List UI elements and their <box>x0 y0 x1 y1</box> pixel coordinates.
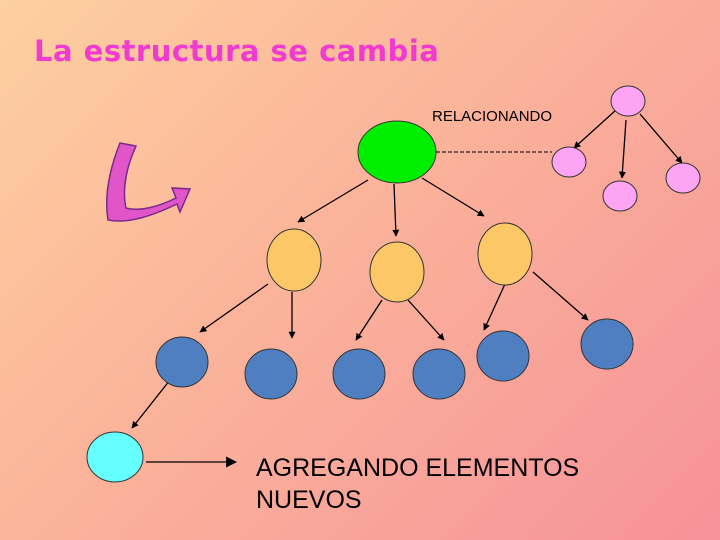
slide-title: La estructura se cambia <box>34 34 440 68</box>
edge-rel-top-mid <box>618 119 627 179</box>
label-agregando: AGREGANDO ELEMENTOS NUEVOS <box>256 452 676 516</box>
node-leaf-2 <box>244 348 298 400</box>
edge-leaf1-new <box>131 379 171 429</box>
label-agregando-line2: NUEVOS <box>256 486 362 514</box>
edge-root-mid1 <box>297 179 369 223</box>
edge-mid3-leaf5 <box>483 283 506 331</box>
node-leaf-6 <box>580 318 634 370</box>
edge-mid2-leaf4 <box>407 299 445 341</box>
label-relacionando: RELACIONANDO <box>432 108 553 125</box>
edge-rel-top-right <box>639 113 683 164</box>
label-agregando-line1: AGREGANDO ELEMENTOS <box>256 454 580 482</box>
node-related-mid <box>602 180 638 212</box>
node-leaf-4 <box>412 348 466 400</box>
node-related-left <box>551 146 587 178</box>
node-leaf-1 <box>155 336 209 388</box>
nodes <box>86 85 701 483</box>
node-root <box>357 120 437 184</box>
edge-rel-top-left <box>573 109 617 149</box>
node-middle-2 <box>369 241 425 303</box>
edge-mid1-leaf1 <box>199 283 269 333</box>
node-related-right <box>665 162 701 194</box>
node-leaf-3 <box>332 348 386 400</box>
edge-root-mid2 <box>392 183 400 237</box>
edge-mid3-leaf6 <box>532 271 589 321</box>
edges <box>131 109 683 468</box>
node-middle-1 <box>266 228 322 292</box>
node-new <box>86 431 144 483</box>
node-leaf-5 <box>476 330 530 382</box>
edge-root-mid3 <box>421 177 485 217</box>
edge-mid2-leaf3 <box>355 299 383 341</box>
node-related-top <box>610 85 646 117</box>
node-middle-3 <box>477 222 533 286</box>
curved-arrow-icon <box>105 142 192 222</box>
